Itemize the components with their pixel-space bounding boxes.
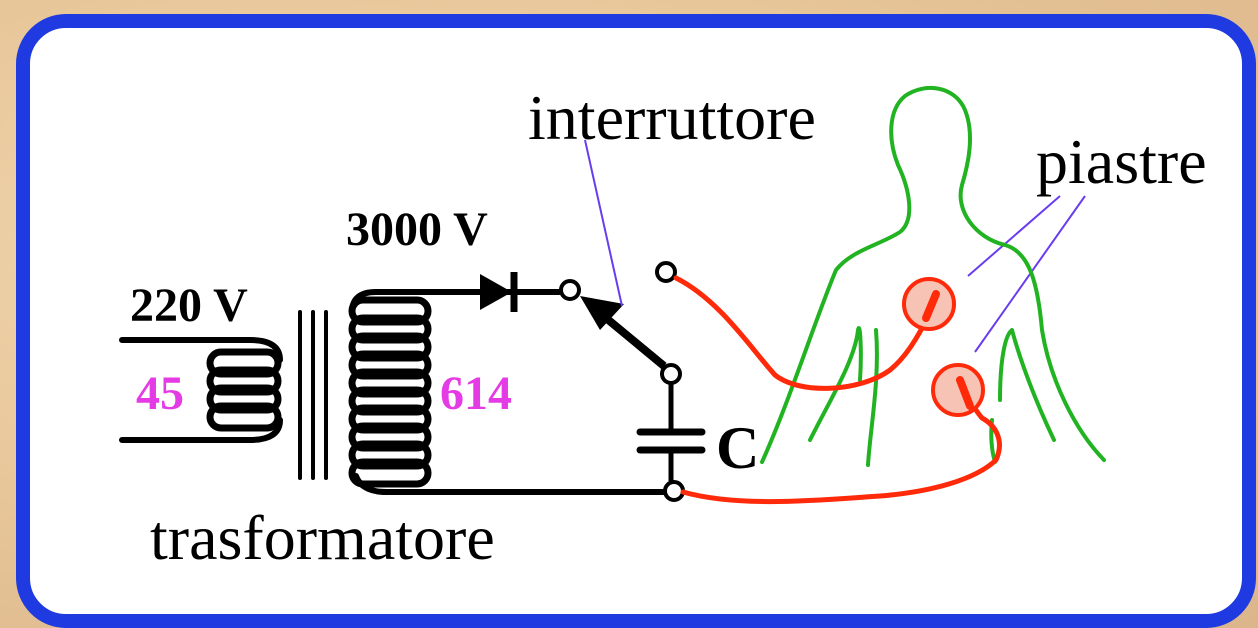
capacitor-label: C <box>716 415 760 481</box>
primary-turns-label: 45 <box>136 367 184 420</box>
electrode-plate-icon <box>902 277 985 417</box>
switch-icon <box>559 261 682 432</box>
secondary-turns-label: 614 <box>440 367 512 420</box>
piastre-label: piastre <box>1036 126 1207 197</box>
diode-icon <box>478 272 560 312</box>
diagram-panel <box>16 14 1256 628</box>
transformer-icon <box>119 289 669 495</box>
secondary-voltage-label: 3000 V <box>346 203 488 256</box>
secondary-coil <box>348 296 432 488</box>
interruttore-label: interruttore <box>528 82 816 153</box>
primary-voltage-label: 220 V <box>130 279 248 332</box>
electrode-cables <box>673 275 1002 505</box>
primary-coil <box>206 348 282 432</box>
trasformatore-label: trasformatore <box>150 502 495 573</box>
transformer-core <box>298 310 328 480</box>
